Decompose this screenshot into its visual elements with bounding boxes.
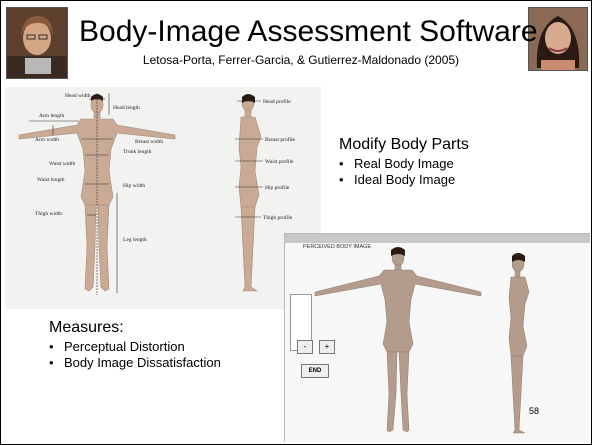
list-item: •Real Body Image [339,156,469,172]
label-trunk-length: Trunk length [123,149,151,155]
label-breast-width: Breast width [135,139,163,145]
label-head-length: Head length [113,105,140,111]
software-screenshot: PERCEIVED BODY IMAGE - + END [284,233,590,442]
label-arm-length: Arm length [39,113,64,119]
label-head-profile: Head profile [263,99,291,105]
label-thigh-profile: Thigh profile [263,215,292,221]
measures-section: Measures: •Perceptual Distortion •Body I… [49,319,221,371]
portrait-photo-left [6,7,68,79]
slide-subtitle: Letosa-Porta, Ferrer-Garcia, & Gutierrez… [79,53,523,67]
label-hip-width: Hip width [123,183,145,189]
modify-heading: Modify Body Parts [339,136,469,154]
end-button[interactable]: END [301,364,329,378]
body-measurement-diagram: Head width Head length Arm length Arm wi… [5,87,321,309]
label-waist-width: Waist width [49,161,75,167]
label-breast-profile: Breast profile [265,137,295,143]
measures-list: •Perceptual Distortion •Body Image Dissa… [49,339,221,371]
page-number: 58 [529,406,539,416]
list-item: •Perceptual Distortion [49,339,221,355]
label-head-width: Head width [65,93,91,99]
label-waist-profile: Waist profile [265,159,293,165]
measures-heading: Measures: [49,319,221,337]
modify-list: •Real Body Image •Ideal Body Image [339,156,469,188]
slide-title: Body-Image Assessment Software [79,15,523,49]
label-thigh-width: Thigh width [35,211,62,217]
label-arm-width: Arm width [35,137,59,143]
minus-button[interactable]: - [297,340,313,354]
plus-button[interactable]: + [319,340,335,354]
label-leg-length: Leg length [123,237,147,243]
list-item: •Body Image Dissatisfaction [49,355,221,371]
label-hip-profile: Hip profile [265,185,289,191]
list-item: •Ideal Body Image [339,172,469,188]
modify-body-parts-section: Modify Body Parts •Real Body Image •Idea… [339,136,469,188]
label-waist-length: Waist length [37,177,65,183]
